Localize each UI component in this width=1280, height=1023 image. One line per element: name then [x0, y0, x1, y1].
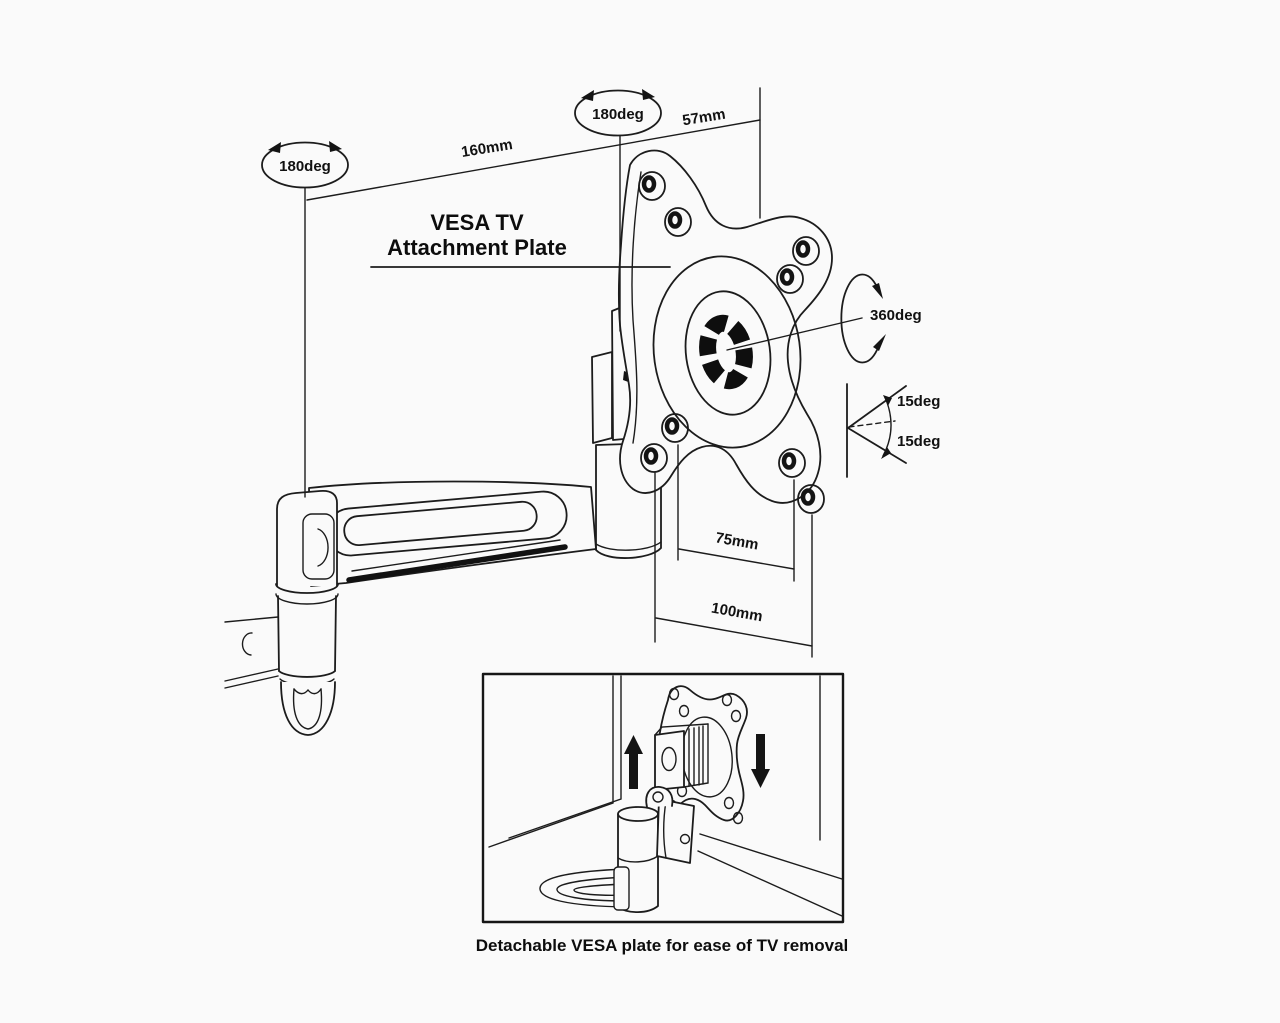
rotation-indicator-wall-joint: 180deg	[261, 141, 349, 189]
arrow-up-icon	[624, 735, 643, 789]
screw-hole	[640, 443, 668, 473]
inset-caption: Detachable VESA plate for ease of TV rem…	[476, 936, 849, 955]
rotation-arrow-icon	[581, 90, 594, 101]
rotation-360-label: 360deg	[870, 307, 922, 324]
rotation-arrow-icon	[872, 283, 883, 299]
inset-cylinder-joint	[613, 806, 659, 914]
tilt-arrow-icon	[883, 395, 892, 406]
inset-hinge-bracket	[645, 786, 695, 864]
dim-160mm-label: 160mm	[460, 136, 514, 161]
inset-detachable-plate: Detachable VESA plate for ease of TV rem…	[476, 672, 849, 955]
swivel-arm	[275, 296, 662, 736]
dim-100mm-label: 100mm	[710, 600, 764, 626]
wall-plate-edge	[224, 616, 279, 689]
dim-57mm-label: 57mm	[681, 106, 726, 130]
plate-center-ring-outer	[652, 255, 802, 449]
rotation-arrow-icon	[268, 142, 281, 153]
rotation-arrow-icon	[873, 334, 886, 351]
inset-quick-release-block	[654, 723, 709, 791]
plate-thickness-edge	[631, 171, 642, 444]
arm-cutout-inner	[343, 500, 538, 547]
plate-callout: VESA TV Attachment Plate	[370, 210, 671, 268]
wall-joint	[275, 490, 339, 736]
screw-hole	[664, 207, 692, 237]
rotation-180-left-label: 180deg	[279, 158, 331, 175]
arm-body	[308, 480, 597, 587]
plate-hub	[699, 314, 753, 390]
inset-wall-lines	[488, 675, 843, 917]
arm-shadow-slash	[346, 544, 568, 583]
rotation-arrow-icon	[329, 141, 342, 152]
plate-center-ring-inner	[684, 290, 772, 416]
screw-hole	[792, 236, 820, 266]
screw-hole	[776, 264, 804, 294]
tilt-arrow-icon	[881, 447, 891, 459]
rotation-180-top-label: 180deg	[592, 106, 644, 123]
rotation-indicator-plate-spin: 360deg	[726, 273, 922, 364]
screw-hole	[778, 448, 806, 478]
rotation-indicator-plate-joint: 180deg	[574, 89, 662, 137]
screw-hole	[638, 171, 666, 201]
vesa-plate	[618, 149, 833, 514]
dim-75mm-label: 75mm	[714, 529, 760, 553]
arrow-down-icon	[751, 734, 770, 788]
tilt-down-label: 15deg	[897, 433, 940, 450]
inset-arm	[539, 868, 627, 908]
screw-holes	[638, 171, 825, 514]
tilt-indicator: 15deg 15deg	[846, 383, 940, 478]
page-title-line1: VESA TV	[430, 210, 524, 235]
rotation-arrow-icon	[642, 89, 655, 100]
tilt-up-label: 15deg	[897, 393, 940, 410]
screw-hole	[797, 484, 825, 514]
page-title-line2: Attachment Plate	[387, 235, 567, 260]
